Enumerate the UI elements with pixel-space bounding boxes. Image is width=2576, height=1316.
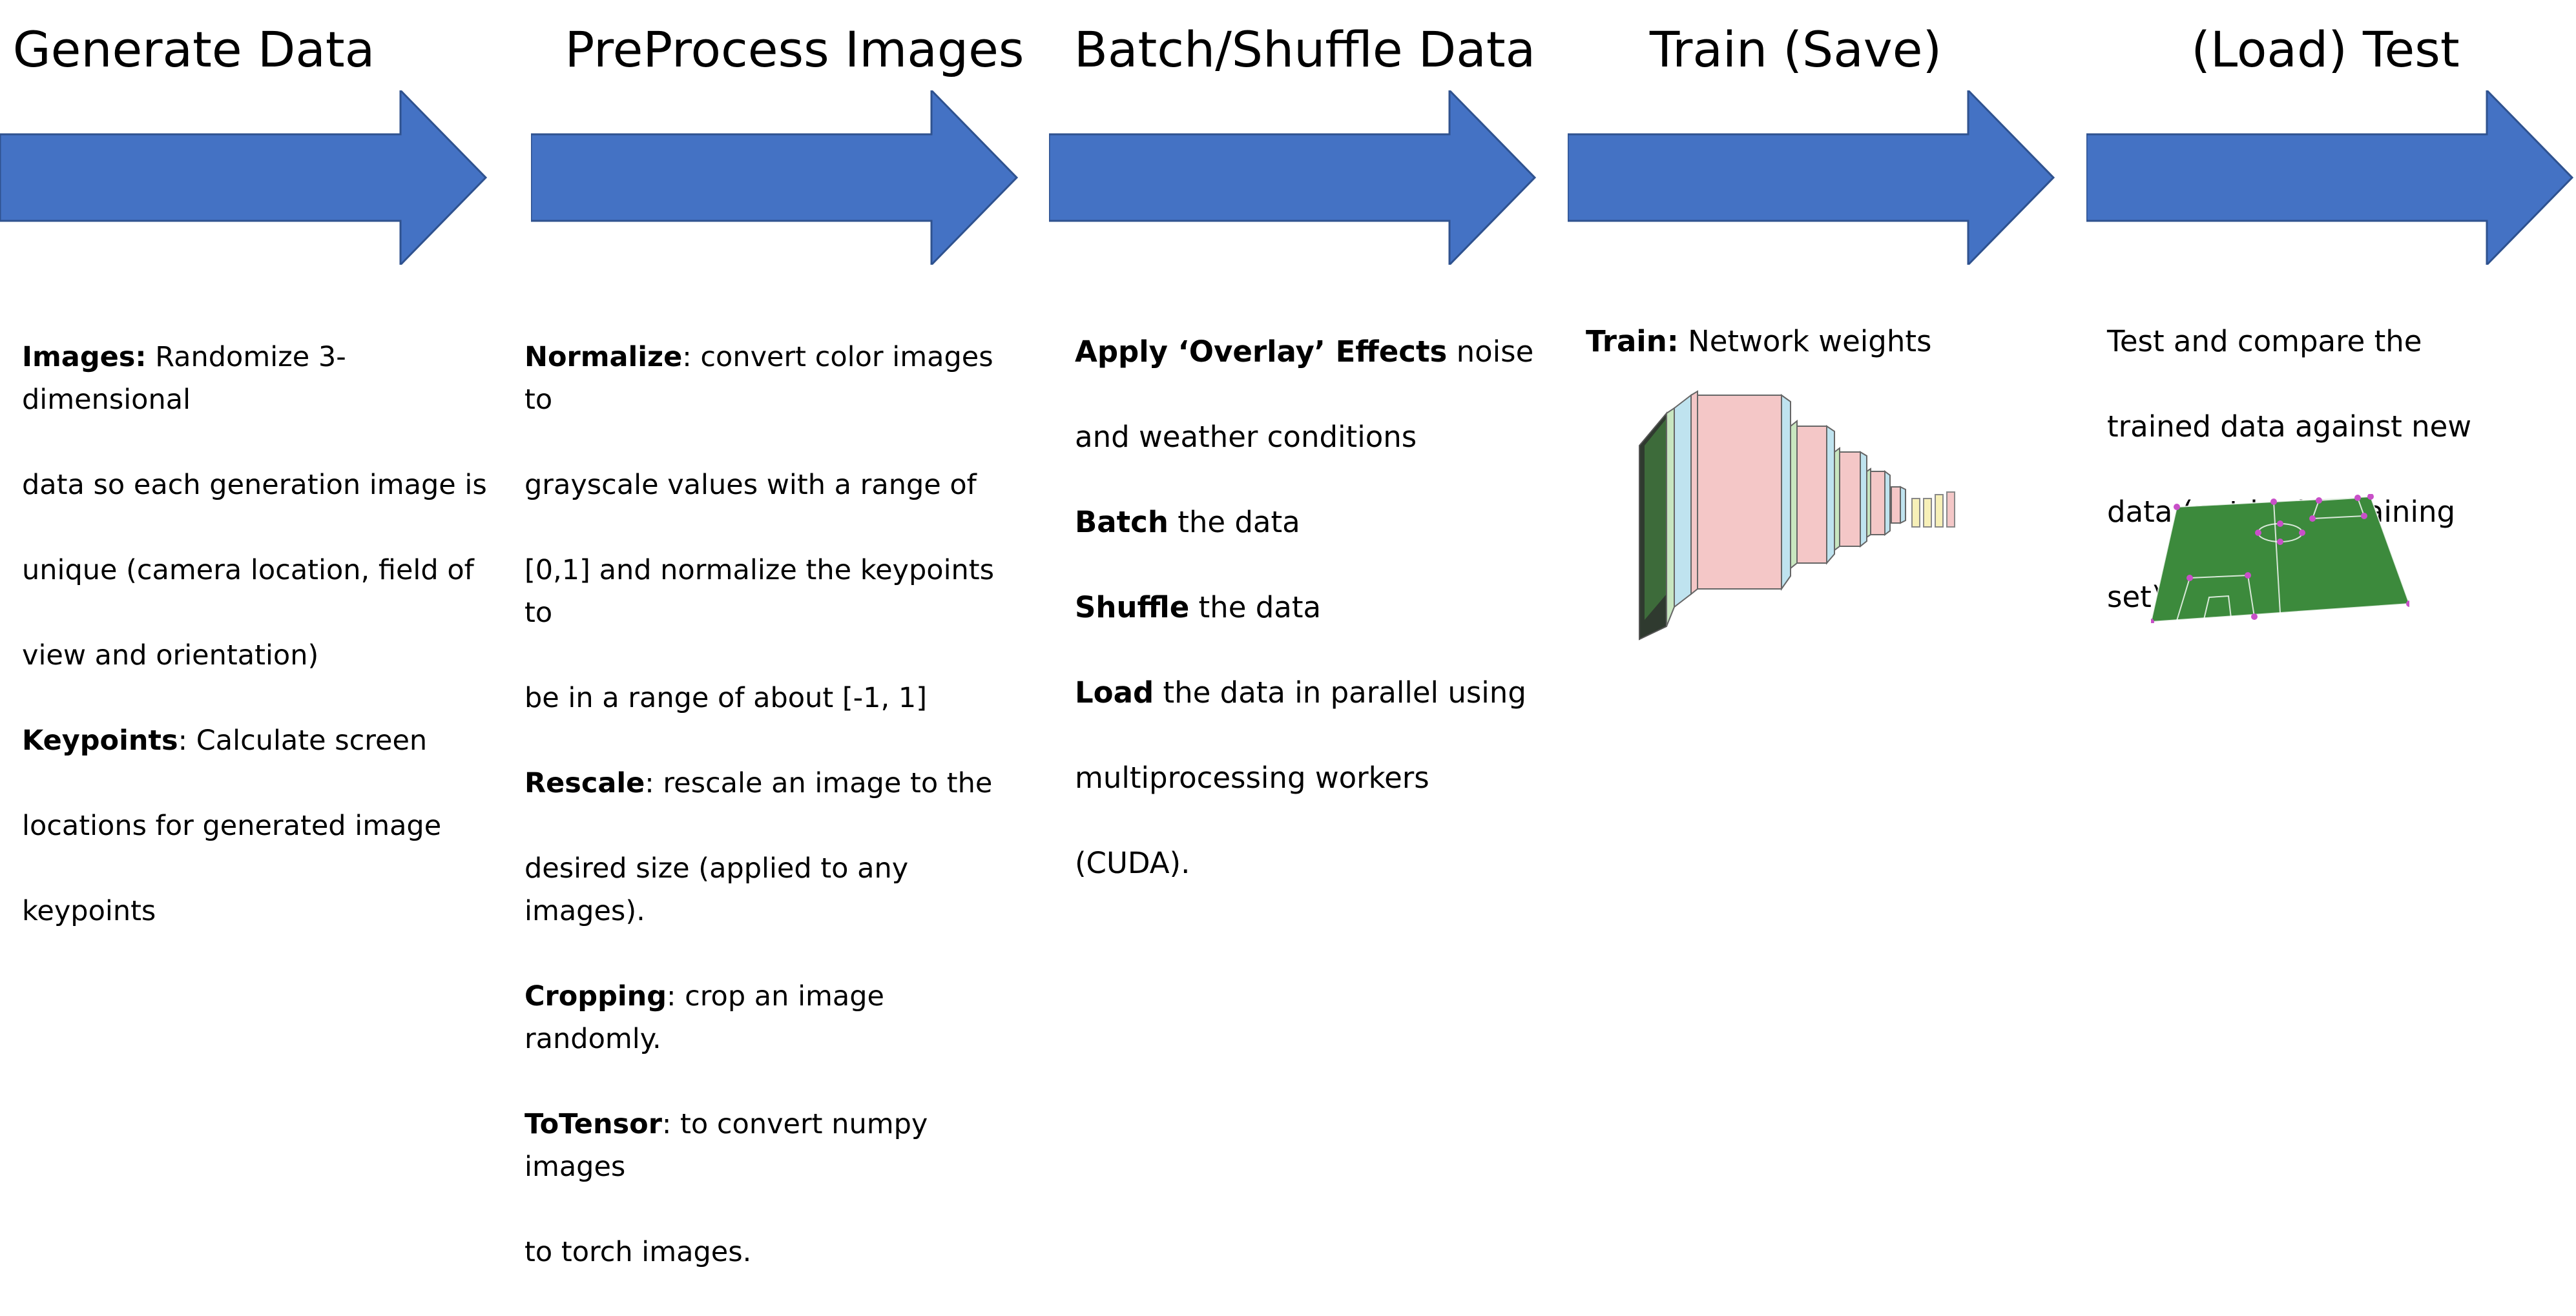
- desc-line: unique (camera location, field of: [22, 554, 474, 586]
- desc-line: (CUDA).: [1075, 846, 1190, 880]
- desc-line: Batch the data: [1075, 505, 1300, 539]
- desc-line: view and orientation): [22, 639, 319, 672]
- stage-description-preprocess-images: Normalize: convert color images to grays…: [525, 293, 1028, 1316]
- desc-line: Train: Network weights: [1586, 324, 1932, 358]
- desc-line: Keypoints: Calculate screen: [22, 725, 428, 757]
- desc-line: ToTensor: to convert numpy images: [525, 1108, 928, 1183]
- stage-arrow-load-test: [2086, 90, 2574, 265]
- stage-description-train-save: Train: Network weights: [1586, 278, 1948, 406]
- stage-title-train-save: Train (Save): [1649, 21, 1942, 78]
- desc-line: Test and compare the: [2107, 324, 2422, 358]
- desc-line: Load the data in parallel using: [1075, 675, 1526, 710]
- desc-line: Normalize: convert color images to: [525, 341, 993, 416]
- stage-description-generate-data: Images: Randomize 3-dimensional data so …: [22, 293, 500, 975]
- desc-line: [0,1] and normalize the keypoints to: [525, 554, 995, 629]
- desc-line: and weather conditions: [1075, 420, 1417, 454]
- desc-line: keypoints: [22, 895, 156, 927]
- stage-title-preprocess-images: PreProcess Images: [565, 21, 1024, 78]
- desc-line: Shuffle the data: [1075, 590, 1322, 624]
- desc-line: grayscale values with a range of: [525, 469, 977, 501]
- stage-title-generate-data: Generate Data: [12, 21, 375, 78]
- desc-line: data so each generation image is: [22, 469, 487, 501]
- stage-arrow-preprocess-images: [531, 90, 1019, 265]
- stage-description-batch-shuffle-data: Apply ‘Overlay’ Effects noise and weathe…: [1075, 288, 1566, 927]
- stage-title-load-test: (Load) Test: [2191, 21, 2460, 78]
- desc-line: locations for generated image: [22, 810, 442, 842]
- stage-arrow-generate-data: [0, 90, 488, 265]
- stage-arrow-batch-shuffle-data: [1049, 90, 1537, 265]
- desc-line: trained data against new: [2107, 409, 2472, 444]
- cnn-architecture-icon: [1639, 390, 1955, 641]
- desc-line: Images: Randomize 3-dimensional: [22, 341, 346, 416]
- desc-line: Rescale: rescale an image to the: [525, 767, 993, 799]
- stage-arrow-train-save: [1568, 90, 2055, 265]
- soccer-field-keypoints-icon: [2151, 494, 2409, 623]
- desc-line: Cropping: crop an image randomly.: [525, 980, 885, 1055]
- desc-line: Apply ‘Overlay’ Effects noise: [1075, 334, 1534, 369]
- desc-line: be in a range of about [-1, 1]: [525, 682, 927, 714]
- stage-title-batch-shuffle-data: Batch/Shuffle Data: [1074, 21, 1536, 78]
- desc-line: to torch images.: [525, 1236, 752, 1268]
- desc-line: desired size (applied to any images).: [525, 852, 909, 927]
- desc-line: multiprocessing workers: [1075, 761, 1429, 795]
